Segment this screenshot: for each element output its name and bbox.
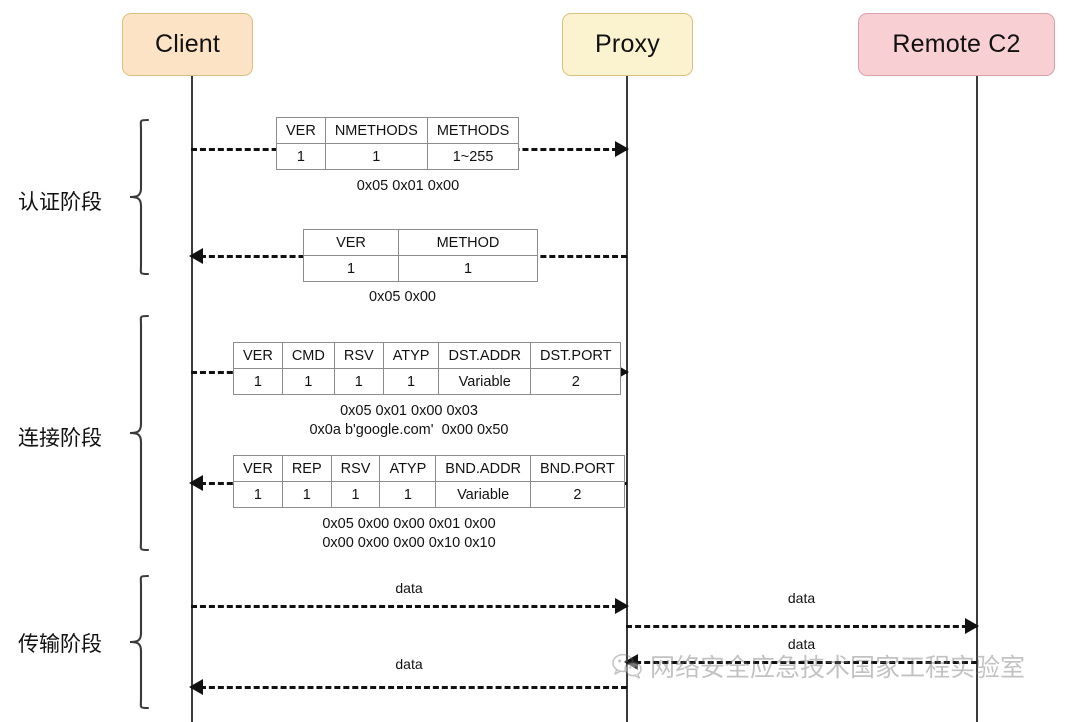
packet-header-cell: REP: [281, 455, 332, 482]
packet-header-cell: BND.PORT: [530, 455, 625, 482]
packet-value-cell: 2: [530, 481, 625, 508]
packet-header-cell: METHODS: [426, 117, 520, 144]
table-row: VER CMD RSV ATYP DST.ADDR DST.PORT: [233, 342, 622, 369]
table-row: VER NMETHODS METHODS: [276, 117, 520, 144]
phase-brace-transfer: [129, 574, 150, 710]
table-row: 1 1 1 1 Variable 2: [233, 481, 625, 508]
packet-value-cell: 1: [233, 481, 283, 508]
packet-header-cell: RSV: [333, 342, 384, 369]
packet-header-cell: METHOD: [398, 229, 538, 256]
packet-header-cell: DST.PORT: [529, 342, 622, 369]
arrowhead-right-icon: [615, 141, 629, 157]
actor-client[interactable]: Client: [122, 13, 253, 76]
actor-client-label: Client: [154, 30, 221, 58]
packet-table-auth-reply: VER METHOD 1 1: [303, 229, 538, 282]
packet-value-cell: 1: [324, 143, 428, 170]
phase-brace-connect: [129, 314, 150, 552]
packet-value-cell: 1~255: [426, 143, 520, 170]
table-row: VER METHOD: [303, 229, 538, 256]
arrowhead-left-icon: [624, 654, 638, 670]
phase-label-connect: 连接阶段: [18, 427, 102, 450]
message-label-data-p2r: data: [787, 590, 816, 606]
arrowhead-left-icon: [189, 248, 203, 264]
packet-value-cell: Variable: [435, 481, 532, 508]
packet-caption-connect-request: 0x05 0x01 0x00 0x03 0x0a b'google.com' 0…: [309, 403, 509, 438]
message-line: [191, 686, 627, 689]
packet-header-cell: VER: [233, 455, 283, 482]
packet-value-cell: 1: [281, 481, 332, 508]
actor-remote-c2[interactable]: Remote C2: [858, 13, 1055, 76]
packet-header-cell: DST.ADDR: [438, 342, 531, 369]
message-line: [626, 625, 977, 628]
packet-table-auth-request: VER NMETHODS METHODS 1 1 1~255: [276, 117, 520, 170]
packet-caption-connect-reply: 0x05 0x00 0x00 0x01 0x00 0x00 0x00 0x00 …: [322, 516, 496, 551]
watermark-text: 网络安全应急技术国家工程实验室: [650, 654, 1026, 682]
arrowhead-right-icon: [615, 598, 629, 614]
packet-value-cell: Variable: [438, 368, 531, 395]
packet-header-cell: VER: [303, 229, 399, 256]
lifeline-client: [191, 76, 193, 722]
arrowhead-right-icon: [965, 618, 979, 634]
phase-label-transfer: 传输阶段: [18, 633, 102, 656]
message-label-data-r2p: data: [787, 636, 816, 652]
packet-value-cell: 1: [330, 481, 381, 508]
actor-remote-c2-label: Remote C2: [892, 30, 1021, 58]
actor-proxy[interactable]: Proxy: [562, 13, 693, 76]
table-row: 1 1: [303, 255, 538, 282]
actor-proxy-label: Proxy: [595, 30, 660, 58]
packet-value-cell: 1: [281, 368, 335, 395]
table-row: 1 1 1~255: [276, 143, 520, 170]
packet-value-cell: 1: [398, 255, 538, 282]
packet-caption-auth-request: 0x05 0x01 0x00: [356, 178, 460, 194]
packet-header-cell: VER: [233, 342, 283, 369]
lifeline-proxy: [626, 76, 628, 722]
packet-value-cell: 1: [303, 255, 399, 282]
phase-brace-auth: [129, 118, 150, 276]
packet-header-cell: ATYP: [379, 455, 437, 482]
packet-header-cell: RSV: [330, 455, 381, 482]
arrowhead-left-icon: [189, 679, 203, 695]
arrowhead-left-icon: [189, 475, 203, 491]
phase-label-auth: 认证阶段: [18, 191, 102, 214]
packet-value-cell: 1: [333, 368, 384, 395]
table-row: VER REP RSV ATYP BND.ADDR BND.PORT: [233, 455, 625, 482]
table-row: 1 1 1 1 Variable 2: [233, 368, 622, 395]
packet-header-cell: VER: [276, 117, 326, 144]
packet-value-cell: 1: [379, 481, 437, 508]
watermark: 网络安全应急技术国家工程实验室: [612, 648, 1025, 684]
packet-header-cell: ATYP: [382, 342, 440, 369]
packet-header-cell: NMETHODS: [324, 117, 428, 144]
packet-caption-auth-reply: 0x05 0x00: [369, 289, 436, 305]
message-label-data-c2p: data: [395, 580, 423, 596]
packet-value-cell: 1: [276, 143, 326, 170]
packet-value-cell: 1: [382, 368, 440, 395]
packet-table-connect-request: VER CMD RSV ATYP DST.ADDR DST.PORT 1 1 1…: [233, 342, 622, 395]
packet-value-cell: 1: [233, 368, 283, 395]
message-line: [626, 661, 977, 664]
packet-table-connect-reply: VER REP RSV ATYP BND.ADDR BND.PORT 1 1 1…: [233, 455, 625, 508]
packet-header-cell: BND.ADDR: [435, 455, 532, 482]
packet-value-cell: 2: [529, 368, 622, 395]
message-line: [191, 605, 627, 608]
message-label-data-p2c: data: [395, 656, 423, 672]
packet-header-cell: CMD: [281, 342, 335, 369]
lifeline-remote-c2: [976, 76, 978, 722]
